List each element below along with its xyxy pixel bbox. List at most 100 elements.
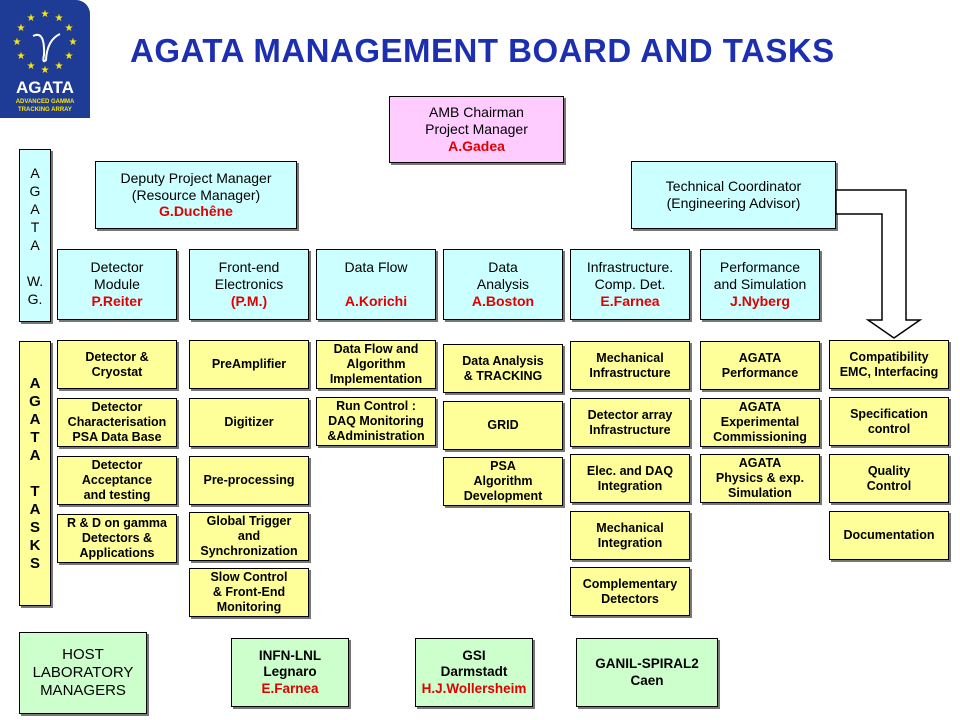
task-text: Algorithm bbox=[473, 474, 533, 488]
task-text: Performance bbox=[721, 365, 799, 380]
task-text: AGATA bbox=[738, 400, 782, 414]
amb-chairman-box: AMB Chairman Project Manager A.Gadea bbox=[389, 96, 564, 163]
chair-role: AMB Chairman bbox=[429, 104, 524, 121]
svg-text:★: ★ bbox=[17, 23, 26, 34]
task-text: Control bbox=[866, 478, 912, 493]
task-text: Compatibility bbox=[849, 349, 929, 364]
task-text: Characterisation bbox=[67, 415, 167, 429]
label-letter: W. bbox=[26, 272, 44, 289]
task-text: Implementation bbox=[329, 372, 423, 386]
label-letter bbox=[33, 254, 37, 272]
wg-title2 bbox=[374, 276, 378, 293]
task-text: AGATA bbox=[738, 350, 782, 365]
task-text: Detectors & bbox=[81, 531, 153, 545]
svg-text:★: ★ bbox=[17, 51, 26, 62]
task-text: Detector array bbox=[587, 407, 673, 422]
label-letter: S bbox=[29, 518, 40, 536]
label-letter: A bbox=[29, 374, 41, 392]
task-text: Cryostat bbox=[91, 364, 143, 379]
task-text: & TRACKING bbox=[463, 368, 543, 383]
task-box: Detector &Cryostat bbox=[57, 340, 177, 389]
task-box: Digitizer bbox=[189, 398, 309, 447]
svg-text:★: ★ bbox=[65, 23, 74, 34]
task-text: Experimental bbox=[720, 415, 800, 429]
task-box: Documentation bbox=[829, 511, 949, 560]
technical-coordinator-box: Technical Coordinator (Engineering Advis… bbox=[631, 161, 836, 229]
task-text: Elec. and DAQ bbox=[586, 463, 674, 478]
tech-role2: (Engineering Advisor) bbox=[666, 195, 801, 211]
task-text: Detector bbox=[91, 458, 143, 472]
task-text: Mechanical bbox=[596, 350, 664, 365]
lab-city: Caen bbox=[630, 672, 664, 688]
task-text: AGATA bbox=[738, 456, 782, 470]
task-text: Complementary bbox=[582, 576, 678, 591]
wg-leader: J.Nyberg bbox=[730, 292, 790, 309]
wg-title: Data Flow bbox=[344, 259, 408, 276]
task-text: EMC, Interfacing bbox=[839, 364, 939, 379]
task-text: Global Trigger bbox=[206, 514, 292, 528]
task-text: Simulation bbox=[728, 486, 792, 500]
label-letter: G bbox=[29, 182, 41, 199]
task-text: Algorithm bbox=[346, 357, 406, 371]
task-text: Acceptance bbox=[81, 473, 153, 487]
label-letter: S bbox=[29, 554, 40, 572]
svg-text:★: ★ bbox=[27, 61, 36, 72]
host-line: MANAGERS bbox=[40, 682, 126, 699]
task-text: and bbox=[237, 529, 261, 543]
svg-text:ADVANCED GAMMA: ADVANCED GAMMA bbox=[16, 99, 75, 105]
task-text: PSA bbox=[490, 459, 516, 473]
lab-city: Legnaro bbox=[263, 664, 317, 680]
task-text: Specification bbox=[850, 406, 928, 421]
wg-title: Infrastructure. bbox=[586, 259, 674, 276]
task-text: Slow Control bbox=[210, 570, 288, 584]
task-text: Integration bbox=[597, 478, 663, 493]
task-box: GRID bbox=[443, 401, 563, 450]
task-text: GRID bbox=[487, 418, 519, 432]
task-text: Physics & exp. bbox=[715, 471, 805, 485]
lab-manager: E.Farnea bbox=[261, 680, 319, 696]
svg-text:★: ★ bbox=[65, 51, 74, 62]
chair-person: A.Gadea bbox=[448, 137, 505, 154]
task-text: & Front-End bbox=[212, 585, 286, 599]
task-box: PreAmplifier bbox=[189, 340, 309, 389]
task-text: Applications bbox=[79, 546, 155, 560]
task-box: Pre-processing bbox=[189, 456, 309, 505]
host-laboratory-managers-box: HOST LABORATORY MANAGERS bbox=[19, 632, 147, 714]
label-letter: T bbox=[30, 482, 40, 500]
eu-stars-icon: ★★★★★★★★★★★★ AGATA ADVANCED GAMMA TRACKI… bbox=[13, 9, 78, 113]
host-line: HOST bbox=[62, 646, 104, 663]
page-title: AGATA MANAGEMENT BOARD AND TASKS bbox=[130, 32, 835, 69]
label-letter: A bbox=[30, 236, 40, 253]
wg-leader: A.Boston bbox=[471, 292, 535, 309]
task-box: Run Control :DAQ Monitoring&Administrati… bbox=[316, 397, 436, 446]
svg-text:★: ★ bbox=[13, 37, 22, 48]
task-text: Run Control : bbox=[336, 399, 416, 413]
label-letter bbox=[33, 465, 37, 483]
deputy-role: Deputy Project Manager bbox=[120, 169, 272, 186]
working-group-box: Infrastructure.Comp. Det.E.Farnea bbox=[570, 249, 690, 320]
host-line: LABORATORY bbox=[32, 664, 134, 681]
task-text: and testing bbox=[83, 488, 151, 502]
task-text: Commissioning bbox=[713, 430, 807, 444]
label-letter: A bbox=[29, 446, 41, 464]
